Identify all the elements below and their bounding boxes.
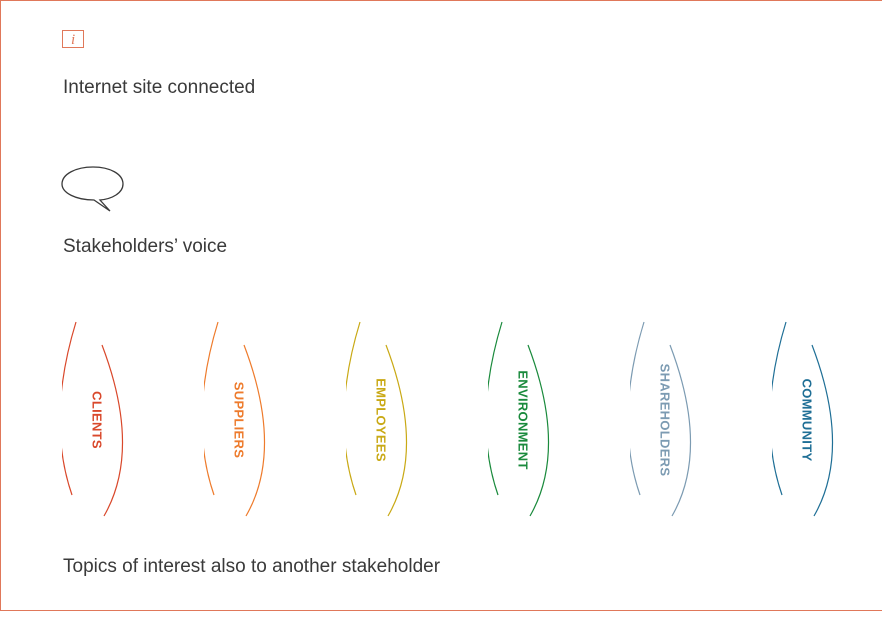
- stakeholder-community: COMMUNITY: [772, 320, 842, 520]
- suppliers-label: SUPPLIERS: [231, 381, 247, 459]
- community-oval: [772, 321, 834, 517]
- stakeholder-environment: ENVIRONMENT: [488, 320, 558, 520]
- stakeholder-suppliers: SUPPLIERS: [204, 320, 274, 520]
- stakeholder-employees: EMPLOYEES: [346, 320, 416, 520]
- stakeholder-clients: CLIENTS: [62, 320, 132, 520]
- info-icon: i: [62, 30, 84, 48]
- suppliers-oval: [204, 321, 266, 517]
- clients-oval: [62, 321, 124, 517]
- shareholders-oval: [630, 321, 692, 517]
- stakeholder-shareholders: SHAREHOLDERS: [630, 320, 700, 520]
- employees-oval: [346, 321, 408, 517]
- environment-label: ENVIRONMENT: [515, 370, 531, 470]
- community-label: COMMUNITY: [799, 378, 815, 462]
- topics-of-interest-label: Topics of interest also to another stake…: [63, 556, 441, 577]
- speech-bubble-icon: [61, 166, 124, 212]
- stakeholders-voice-label: Stakeholders’ voice: [63, 236, 228, 257]
- internet-site-label: Internet site connected: [63, 77, 256, 98]
- environment-oval: [488, 321, 550, 517]
- employees-label: EMPLOYEES: [373, 378, 389, 462]
- svg-text:i: i: [71, 32, 75, 48]
- shareholders-label: SHAREHOLDERS: [657, 363, 673, 477]
- legend-frame: [0, 0, 882, 611]
- clients-label: CLIENTS: [89, 391, 105, 449]
